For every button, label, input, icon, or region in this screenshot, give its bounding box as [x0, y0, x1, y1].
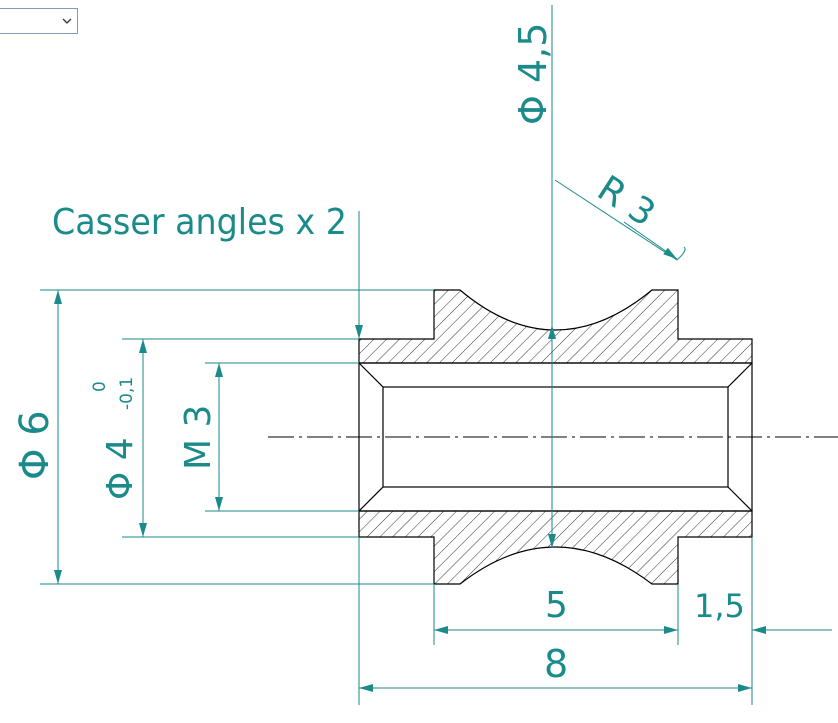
view-dropdown[interactable]	[0, 8, 78, 34]
length-groove-label: 5	[545, 585, 568, 626]
dia-outer-label: Φ 6	[12, 410, 58, 480]
dia-top-label: Φ 4,5	[511, 23, 555, 125]
chevron-down-icon[interactable]	[60, 14, 74, 28]
radius-label: R 3	[590, 168, 662, 235]
length-total-label: 8	[544, 642, 568, 686]
length-shoulder-label: 1,5	[694, 587, 745, 625]
dia-mid-tol-upper: 0	[90, 381, 110, 392]
thread-label: M 3	[178, 405, 219, 470]
dimension-lines	[40, 5, 753, 705]
lower-section-hatch	[358, 510, 753, 585]
upper-section-hatch	[358, 289, 753, 364]
dia-mid-tol-lower: -0,1	[117, 377, 137, 410]
dia-mid-label: Φ 4	[100, 437, 141, 500]
chamfer-note: Casser angles x 2	[52, 202, 347, 243]
arrowed-dimensions	[54, 221, 832, 692]
